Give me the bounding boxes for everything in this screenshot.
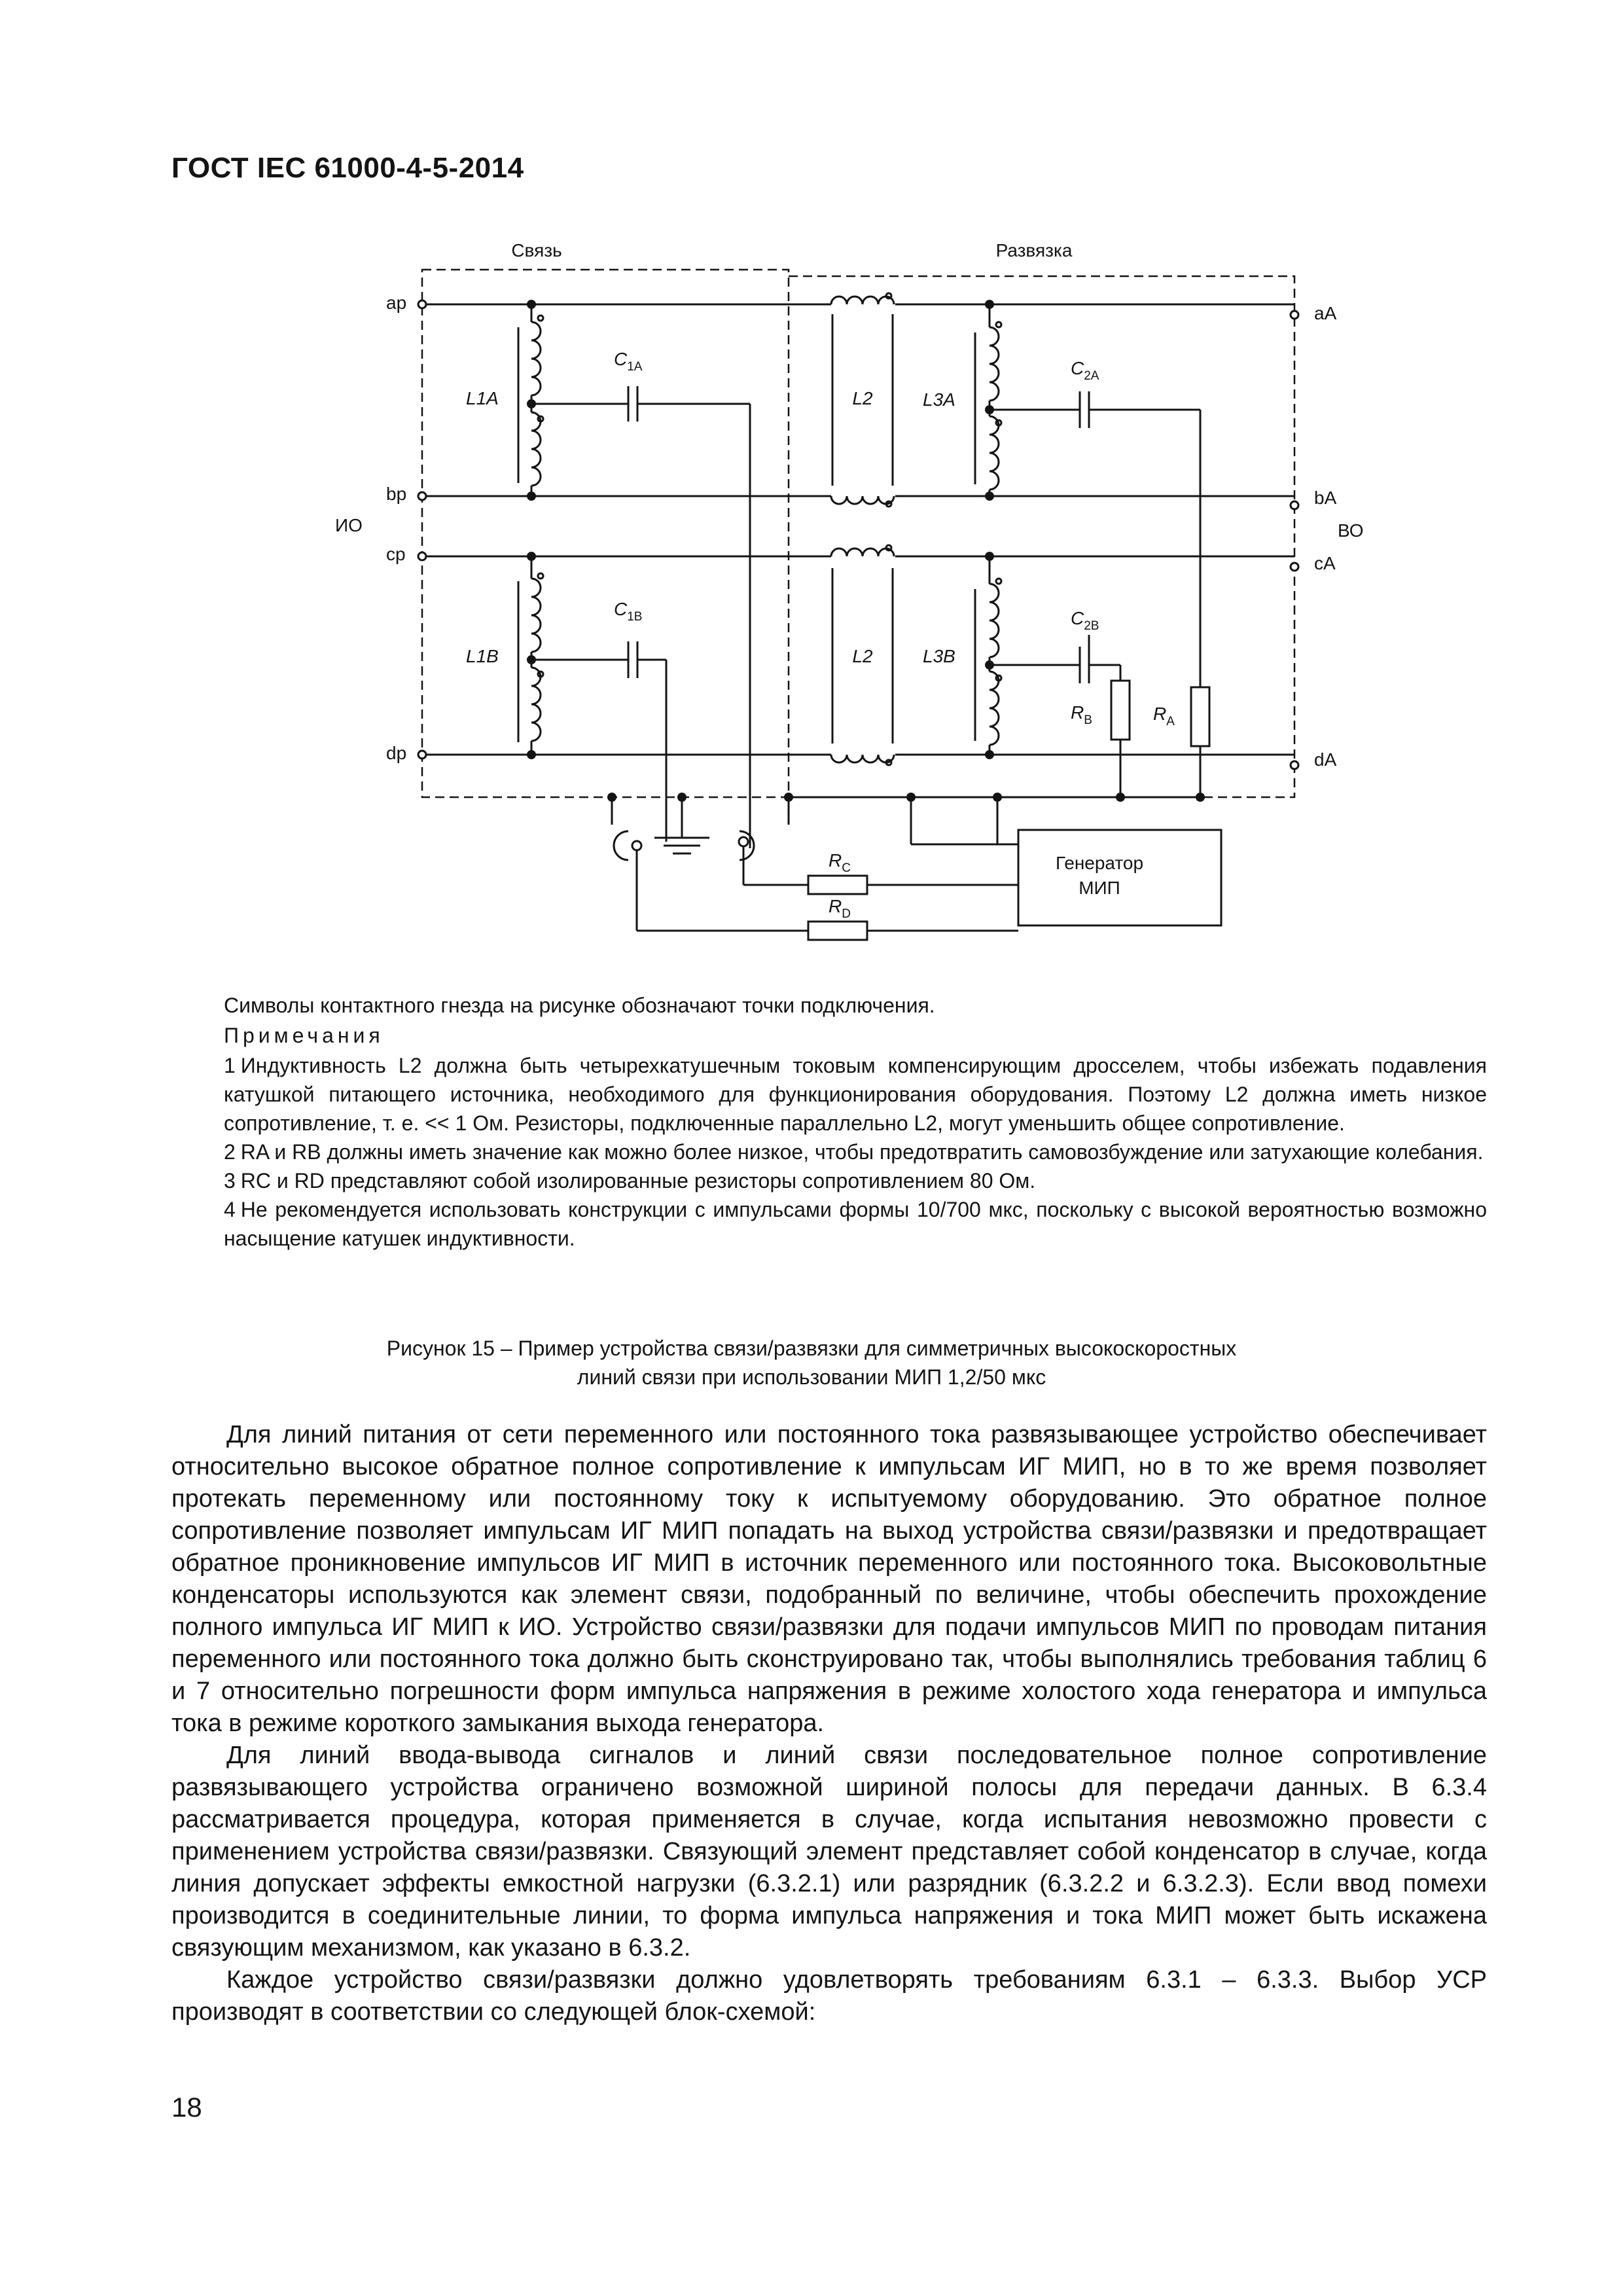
paragraph-2: Для линий ввода-вывода сигналов и линий … <box>171 1742 1487 1962</box>
terminal-dA: dA <box>1314 749 1337 770</box>
label-l1b: L1B <box>466 646 499 666</box>
label-l1a: L1A <box>466 388 499 408</box>
capacitor-c1b <box>531 641 668 842</box>
label-c2b: C2B <box>1071 608 1099 633</box>
eut-label: ИО <box>335 515 363 535</box>
resistor-rc <box>807 874 868 895</box>
symbols-note: Символы контактного гнезда на рисунке об… <box>224 994 935 1017</box>
label-l3a: L3A <box>923 389 955 410</box>
terminals-right <box>1289 310 1300 770</box>
capacitor-c1a <box>531 386 751 848</box>
paragraph-3: Каждое устройство связи/развязки должно … <box>171 1966 1487 2026</box>
circuit-diagram: Связь Развязка <box>288 223 1400 975</box>
capacitor-c2a <box>990 391 1202 687</box>
socket-right-icon <box>738 830 755 861</box>
note-text: RC и RD представляют собой изолированные… <box>240 1169 1036 1193</box>
section-coupling-label: Связь <box>511 240 562 260</box>
note-number: 3 <box>224 1169 236 1193</box>
note-text: Не рекомендуется использовать конструкци… <box>224 1198 1487 1250</box>
terminals-left <box>417 299 427 760</box>
junction-dots <box>527 300 1205 802</box>
terminal-bA: bA <box>1314 488 1337 508</box>
note-text: RA и RB должны иметь значение как можно … <box>240 1140 1484 1164</box>
label-rb: RB <box>1071 702 1092 727</box>
body-text: Для линий питания от сети переменного ил… <box>171 1419 1487 2028</box>
note-number: 1 <box>224 1054 236 1077</box>
generator-label-line2: МИП <box>1079 878 1120 898</box>
aux-label: ВО <box>1338 520 1364 541</box>
capacitor-c2b <box>990 635 1122 683</box>
note-text: Индуктивность L2 должна быть четырехкату… <box>224 1054 1487 1135</box>
page-number: 18 <box>171 2092 202 2123</box>
section-decoupling-label: Развязка <box>996 240 1073 260</box>
resistor-rd <box>807 920 868 941</box>
caption-line-1: Рисунок 15 – Пример устройства связи/раз… <box>386 1336 1237 1360</box>
enclosure-decoupling <box>789 275 1296 798</box>
inductor-l1a <box>517 304 544 496</box>
label-c1b: C1B <box>614 599 642 624</box>
ground-icon <box>654 836 709 855</box>
bottom-wiring <box>611 796 1200 846</box>
notes-title: Примечания <box>224 1024 384 1047</box>
terminal-aA: aA <box>1314 303 1337 323</box>
figure-caption: Рисунок 15 – Пример устройства связи/раз… <box>196 1334 1427 1391</box>
note-number: 4 <box>224 1198 236 1221</box>
inductor-l2-windings <box>830 292 895 766</box>
rc-rd-wiring <box>635 846 1018 932</box>
label-rc: RC <box>829 850 851 875</box>
standard-header: ГОСТ IEC 61000-4-5-2014 <box>171 152 524 184</box>
caption-line-2: линий связи при использовании МИП 1,2/50… <box>577 1365 1046 1389</box>
terminal-cA: cA <box>1314 553 1336 573</box>
inductor-l3b <box>974 556 1003 755</box>
inductor-l3a <box>974 304 1003 496</box>
label-l3b: L3B <box>923 646 955 666</box>
resistor-rb <box>1110 679 1131 797</box>
label-c2a: C2A <box>1071 358 1099 383</box>
terminal-ap: ap <box>386 293 406 313</box>
terminal-dp: dp <box>386 743 406 763</box>
paragraph-1: Для линий питания от сети переменного ил… <box>171 1421 1487 1737</box>
enclosure-coupling <box>421 268 790 798</box>
terminal-cp: cp <box>386 544 406 564</box>
terminal-bp: bp <box>386 484 406 504</box>
resistor-ra <box>1190 686 1211 797</box>
surge-generator-box <box>1017 829 1222 927</box>
label-rd: RD <box>829 896 851 921</box>
label-c1a: C1A <box>614 349 643 374</box>
note-number: 2 <box>224 1140 236 1164</box>
label-ra: RA <box>1153 704 1175 728</box>
circuit-svg: Связь Развязка <box>335 240 1364 941</box>
generator-label-line1: Генератор <box>1056 853 1143 873</box>
label-l2-top: L2 <box>852 388 873 408</box>
label-l2-bottom: L2 <box>852 646 873 666</box>
